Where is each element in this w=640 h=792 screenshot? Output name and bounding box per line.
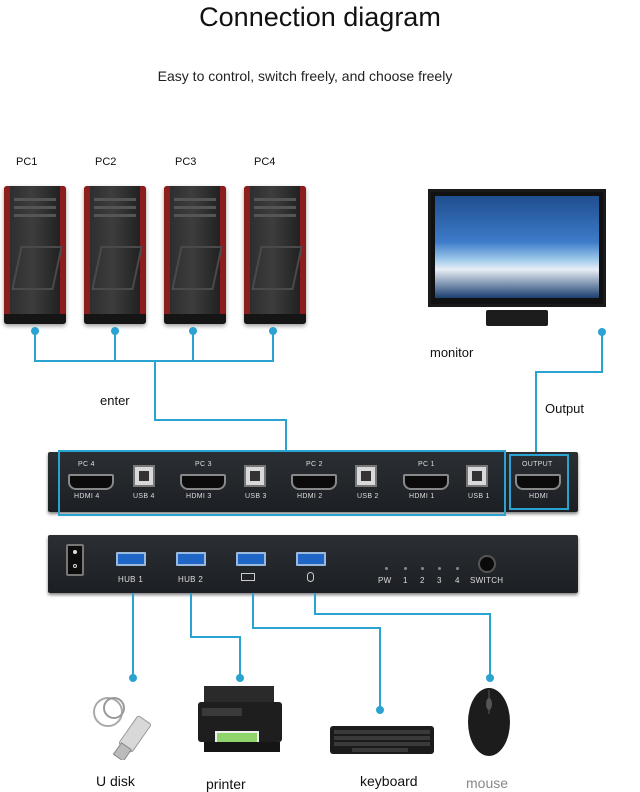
pc1-link [34,331,36,361]
pc4-label: PC4 [254,156,276,168]
usb2-label: USB 2 [357,493,379,500]
mouse-link-horizontal [314,613,490,615]
monitor-stand [486,310,548,326]
mouse-usb-port [296,552,326,566]
hdmi2-port [291,474,337,490]
usb3-port [244,465,266,487]
udisk-connector-dot [129,674,137,682]
usb2-port [355,465,377,487]
keyboard-usb-port [236,552,266,566]
udisk-label: U disk [96,773,135,789]
led-1 [404,567,407,570]
printer-link-horizontal [190,636,240,638]
pc3-port-label: PC 3 [195,461,212,468]
pc1-label: PC1 [16,156,38,168]
hub1-usb-port [116,552,146,566]
pc2-tower-icon [84,186,146,324]
power-switch[interactable] [66,544,84,576]
led-4 [456,567,459,570]
switch-button[interactable] [478,555,496,573]
pc3-tower-icon [164,186,226,324]
printer-link-drop [239,636,241,676]
hub2-usb-port [176,552,206,566]
hdmi2-label: HDMI 2 [297,493,323,500]
pc4-port-label: PC 4 [78,461,95,468]
led-3 [438,567,441,570]
output-hdmi-label: HDMI [529,493,549,500]
mouse-connector-dot [486,674,494,682]
diagram-subtitle: Easy to control, switch freely, and choo… [157,68,453,84]
usb1-port [466,465,488,487]
mouse-link-down [314,593,316,614]
enter-down-line [154,360,156,420]
pc4-tower-icon [244,186,306,324]
mouse-device-icon [468,688,510,756]
hub2-label: HUB 2 [178,575,204,584]
pc1-port-label: PC 1 [418,461,435,468]
led3-label: 3 [437,576,442,585]
output-hdmi-port [515,474,561,490]
output-horizontal-line [535,371,603,373]
keyboard-connector-dot [376,706,384,714]
output-port-highlight [509,454,569,510]
output-label: Output [545,401,585,416]
pc3-link [192,331,194,361]
hdmi3-label: HDMI 3 [186,493,212,500]
udisk-link [132,593,134,677]
usb3-label: USB 3 [245,493,267,500]
monitor-icon [428,189,606,307]
hdmi1-label: HDMI 1 [409,493,435,500]
mouse-icon [307,572,314,582]
enter-horizontal-line [154,419,286,421]
mouse-link-drop [489,613,491,677]
pc2-label: PC2 [95,156,117,168]
keyboard-link-horizontal [252,627,380,629]
monitor-label: monitor [430,345,474,360]
hdmi4-label: HDMI 4 [74,493,100,500]
printer-link-down [190,593,192,637]
keyboard-link-down [252,593,254,628]
led-2 [421,567,424,570]
mouse-label: mouse [466,775,509,791]
output-down-line [535,371,537,455]
hdmi4-port [68,474,114,490]
output-port-label: OUTPUT [522,461,553,468]
led2-label: 2 [420,576,425,585]
printer-label: printer [206,776,246,792]
switch-label: SWITCH [470,576,504,585]
diagram-title: Connection diagram [199,2,441,32]
keyboard-link-drop [379,627,381,709]
pw-led [385,567,388,570]
usb4-port [133,465,155,487]
pc2-port-label: PC 2 [306,461,323,468]
pc4-link [272,331,274,361]
keyboard-icon [241,573,255,581]
pw-label: PW [378,576,392,585]
pc2-link [114,331,116,361]
udisk-icon [93,697,151,760]
input-ports-highlight [58,450,506,516]
output-up-line [601,332,603,372]
pc1-tower-icon [4,186,66,324]
hub1-label: HUB 1 [118,575,144,584]
usb1-label: USB 1 [468,493,490,500]
keyboard-label: keyboard [360,773,418,789]
hdmi3-port [180,474,226,490]
keyboard-device-icon [330,726,434,754]
usb4-label: USB 4 [133,493,155,500]
enter-to-kvm-line [285,419,287,453]
hdmi1-port [403,474,449,490]
led1-label: 1 [403,576,408,585]
enter-label: enter [100,393,130,408]
printer-icon [198,686,282,752]
led4-label: 4 [455,576,460,585]
printer-connector-dot [236,674,244,682]
pc3-label: PC3 [175,156,197,168]
